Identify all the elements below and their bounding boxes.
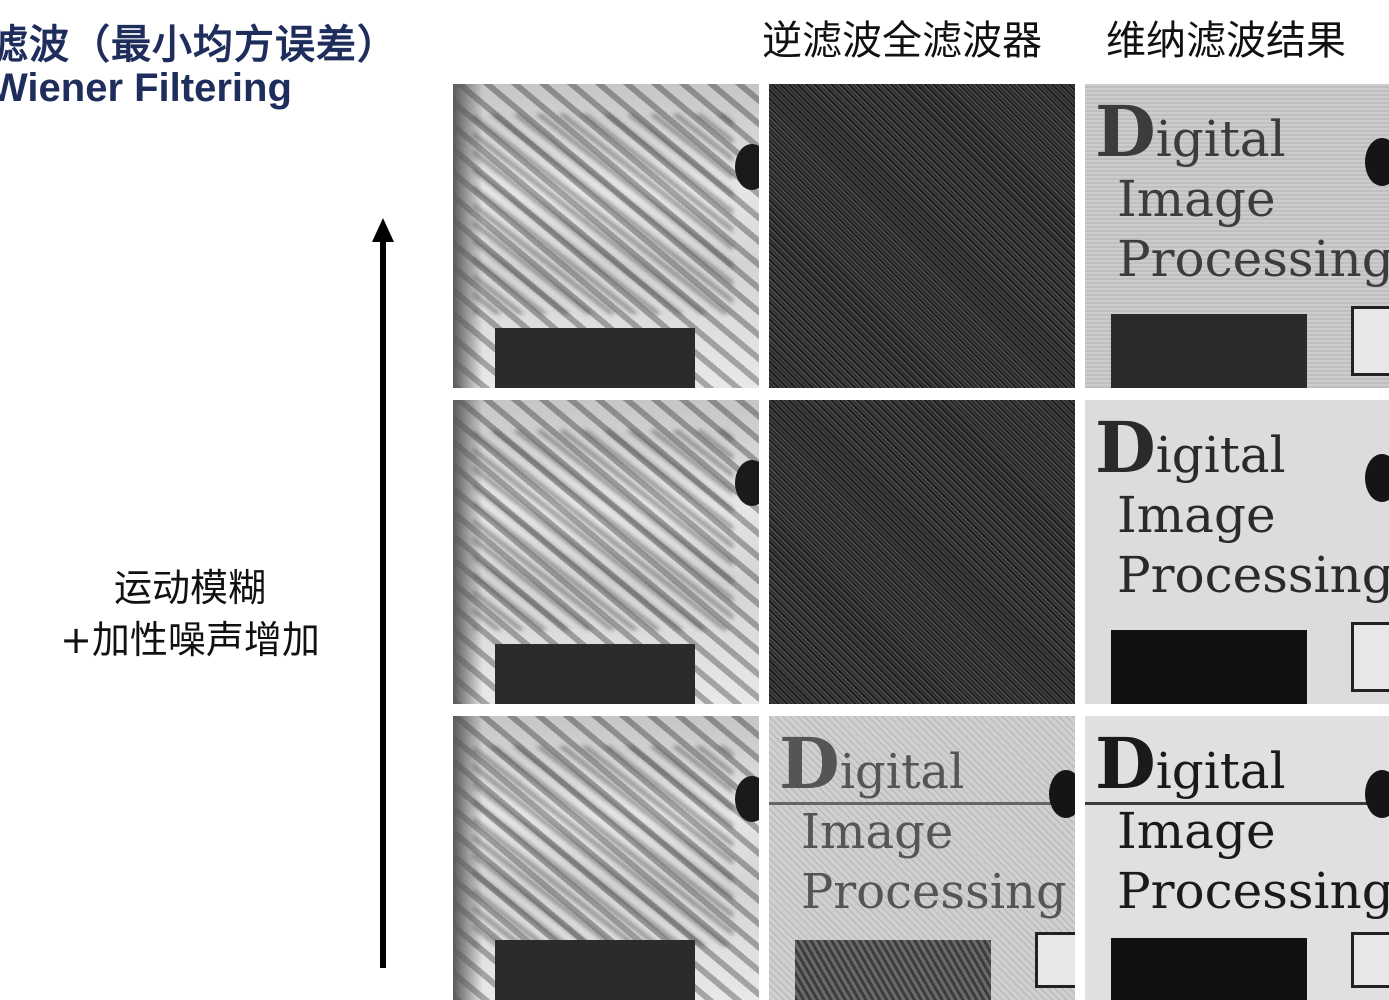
wiener-image-row1: Digital Image Processing	[1085, 84, 1389, 388]
blur-dark-block	[495, 644, 695, 704]
side-label-line2: +加性噪声增加	[60, 618, 320, 662]
column-header-wiener-result: 维纳滤波结果	[1106, 18, 1346, 64]
blur-blob	[735, 776, 759, 822]
restored-text: Digital Image Processing	[1095, 90, 1389, 289]
cover-corner-square	[1351, 622, 1389, 692]
blur-dark-block	[495, 940, 695, 1000]
side-label-line1: 运动模糊	[113, 566, 266, 610]
flower-blob	[1049, 770, 1075, 818]
blur-blob	[735, 460, 759, 506]
image-grid: Digital Image Processing Digital Image P…	[453, 84, 1389, 1000]
up-arrow-shaft	[380, 232, 386, 968]
blur-dark-block	[495, 328, 695, 388]
cover-corner-square	[1351, 306, 1389, 376]
blurred-image-row3	[453, 716, 759, 1000]
wiener-image-row2: Digital Image Processing	[1085, 400, 1389, 704]
cover-rule	[1085, 802, 1389, 805]
inverse-filter-image-row3: Digital Image Processing	[769, 716, 1075, 1000]
flower-blob	[1365, 454, 1389, 502]
slide-title-english: Wiener Filtering	[0, 66, 292, 110]
cover-dark-box	[1111, 938, 1307, 1000]
restored-text: Digital Image Processing	[1095, 406, 1389, 605]
inverse-filter-image-row2	[769, 400, 1075, 704]
cover-dark-box	[1111, 630, 1307, 704]
cover-corner-square	[1035, 932, 1075, 988]
inverse-filter-image-row1	[769, 84, 1075, 388]
up-arrow-head-icon	[372, 218, 394, 242]
blurred-image-row1	[453, 84, 759, 388]
flower-blob	[1365, 138, 1389, 186]
flower-blob	[1365, 770, 1389, 818]
blur-blob	[735, 144, 759, 190]
blur-streaks	[473, 746, 733, 946]
column-header-inverse-filter: 逆滤波全滤波器	[762, 18, 1042, 64]
cover-rule	[769, 802, 1075, 805]
restored-text: Digital Image Processing	[1095, 722, 1389, 921]
cover-dark-box	[1111, 314, 1307, 388]
slide-title-chinese: 滤波（最小均方误差）	[0, 22, 398, 68]
blur-streaks	[473, 430, 733, 630]
wiener-image-row3: Digital Image Processing	[1085, 716, 1389, 1000]
restored-text: Digital Image Processing	[779, 722, 1067, 921]
noise-increase-label: 运动模糊 +加性噪声增加	[50, 562, 330, 666]
blurred-image-row2	[453, 400, 759, 704]
cover-corner-square	[1351, 932, 1389, 988]
cover-dark-box	[795, 940, 991, 1000]
blur-streaks	[473, 114, 733, 314]
